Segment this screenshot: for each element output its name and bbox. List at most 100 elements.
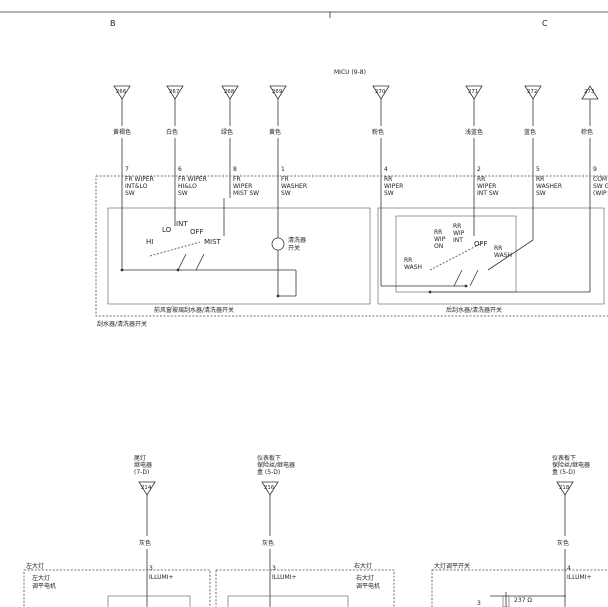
switch-assembly-box <box>95 175 608 317</box>
pin-number: 4 <box>567 565 571 572</box>
pin-number: 5 <box>536 166 540 173</box>
pin-function-label: FR <box>281 176 289 183</box>
relay-label: (7-D) <box>134 469 149 476</box>
rear-switch-box <box>377 207 605 305</box>
front-switch-wiring <box>120 198 297 298</box>
front-pos-lo: LO <box>162 226 172 234</box>
washer-switch-label-1: 清洗器 <box>288 236 306 244</box>
terminal-number: 271 <box>468 89 478 95</box>
resistor-pin: 3 <box>477 600 481 607</box>
wire-color: 黄褐色 <box>113 128 131 136</box>
pin-number: 4 <box>384 166 388 173</box>
left-headlight-box <box>23 569 211 607</box>
left-headlight-label: 左大灯 <box>26 562 44 570</box>
pin-function-label: FR WIPER <box>178 176 207 183</box>
terminal-number: 216 <box>264 485 275 491</box>
pin-function-label: SW G <box>593 183 608 190</box>
rear-pos-wash-left-1: RR <box>404 257 412 264</box>
terminal-triangle <box>166 85 184 100</box>
terminal-triangle <box>138 481 156 496</box>
terminal-number: 270 <box>375 89 386 95</box>
rear-pos-wip-int-1: RR <box>453 223 461 230</box>
rear-pos-wip-on-2: WIP <box>434 236 446 243</box>
right-headlight-box <box>215 569 395 607</box>
pin-number: 8 <box>233 166 237 173</box>
left-motor-box <box>107 595 191 607</box>
rear-switch-wiring <box>380 198 591 294</box>
zone-marker-c: C <box>542 19 548 28</box>
pin-function-label: RR <box>536 176 544 183</box>
terminal-triangle <box>372 85 390 100</box>
terminal-number: 268 <box>224 89 235 95</box>
rear-pos-wash-right-1: RR <box>494 245 502 252</box>
relay-label: 保险丝/继电器 <box>257 461 295 469</box>
rear-pos-wip-on-3: ON <box>434 243 443 250</box>
rear-pos-wash-right-2: WASH <box>494 252 512 259</box>
pin-function-label: WIPER <box>233 183 252 190</box>
resistor-value: 237 Ω <box>514 597 532 604</box>
relay-label: 尾灯 <box>134 454 146 462</box>
washer-switch-label-2: 开关 <box>288 244 300 252</box>
pin-function-label: (WIP <box>593 190 607 197</box>
terminal-number: 273 <box>584 89 594 95</box>
wire-color: 灰色 <box>557 539 569 547</box>
signal-label: ILLUMI+ <box>567 574 592 581</box>
right-headlight-label: 右大灯 <box>354 562 372 570</box>
rear-pos-wip-int-2: WIP <box>453 230 465 237</box>
left-motor-label-2: 调平电机 <box>32 582 56 590</box>
pin-number: 7 <box>125 166 129 173</box>
pin-number: 3 <box>272 565 276 572</box>
pin-function-label: FR <box>233 176 241 183</box>
wire-color: 粉色 <box>372 128 384 136</box>
pin-function-label: INT SW <box>477 190 499 197</box>
pin-function-label: WIPER <box>384 183 403 190</box>
right-motor-label-1: 右大灯 <box>356 574 374 582</box>
right-motor-box <box>227 595 349 607</box>
relay-label: 继电器 <box>134 461 152 469</box>
terminal-number: 269 <box>272 89 283 95</box>
front-pos-mist: MIST <box>204 238 222 246</box>
wire-color: 灰色 <box>139 539 151 547</box>
pin-function-label: WASHER <box>536 183 562 190</box>
leveling-switch-label: 大灯调平开关 <box>434 562 470 570</box>
terminal-number: 272 <box>527 89 537 95</box>
relay-label: 盒 (5-D) <box>552 468 575 476</box>
pin-function-label: RR <box>384 176 392 183</box>
signal-label: ILLUMI+ <box>149 574 174 581</box>
relay-label: 仪表板下 <box>552 454 576 462</box>
front-pos-int: INT <box>176 220 188 228</box>
wire-color: 黄色 <box>269 128 281 136</box>
front-switch-box <box>107 207 371 305</box>
pin-function-label: SW <box>178 190 188 197</box>
pin-number: 9 <box>593 166 597 173</box>
signal-label: ILLUMI+ <box>272 574 297 581</box>
relay-label: 保险丝/继电器 <box>552 461 590 469</box>
resistor-symbol <box>502 595 510 607</box>
terminal-number: 218 <box>559 485 570 491</box>
pin-function-label: COM <box>593 176 607 183</box>
terminal-number: 214 <box>141 485 152 491</box>
terminal-triangle <box>113 85 131 100</box>
rear-pos-wash-left-2: WASH <box>404 264 422 271</box>
terminal-number: 267 <box>169 89 179 95</box>
relay-label: 仪表板下 <box>257 454 281 462</box>
front-switch-caption: 前风窗玻璃刮水器/清洗器开关 <box>154 306 234 314</box>
zone-marker-b: B <box>110 19 116 28</box>
pin-function-label: WIPER <box>477 183 496 190</box>
front-pos-off: OFF <box>190 228 204 236</box>
wire-color: 灰色 <box>262 539 274 547</box>
rear-pos-off: OFF <box>474 240 488 248</box>
headlight-leveling-switch-box <box>431 569 608 607</box>
wire-color: 棕色 <box>581 128 593 136</box>
pin-function-label: MIST SW <box>233 190 259 197</box>
rear-pos-wip-int-3: INT <box>453 237 463 244</box>
switch-assembly-label: 刮水器/清洗器开关 <box>97 320 147 328</box>
pin-function-label: FR WIPER <box>125 176 154 183</box>
